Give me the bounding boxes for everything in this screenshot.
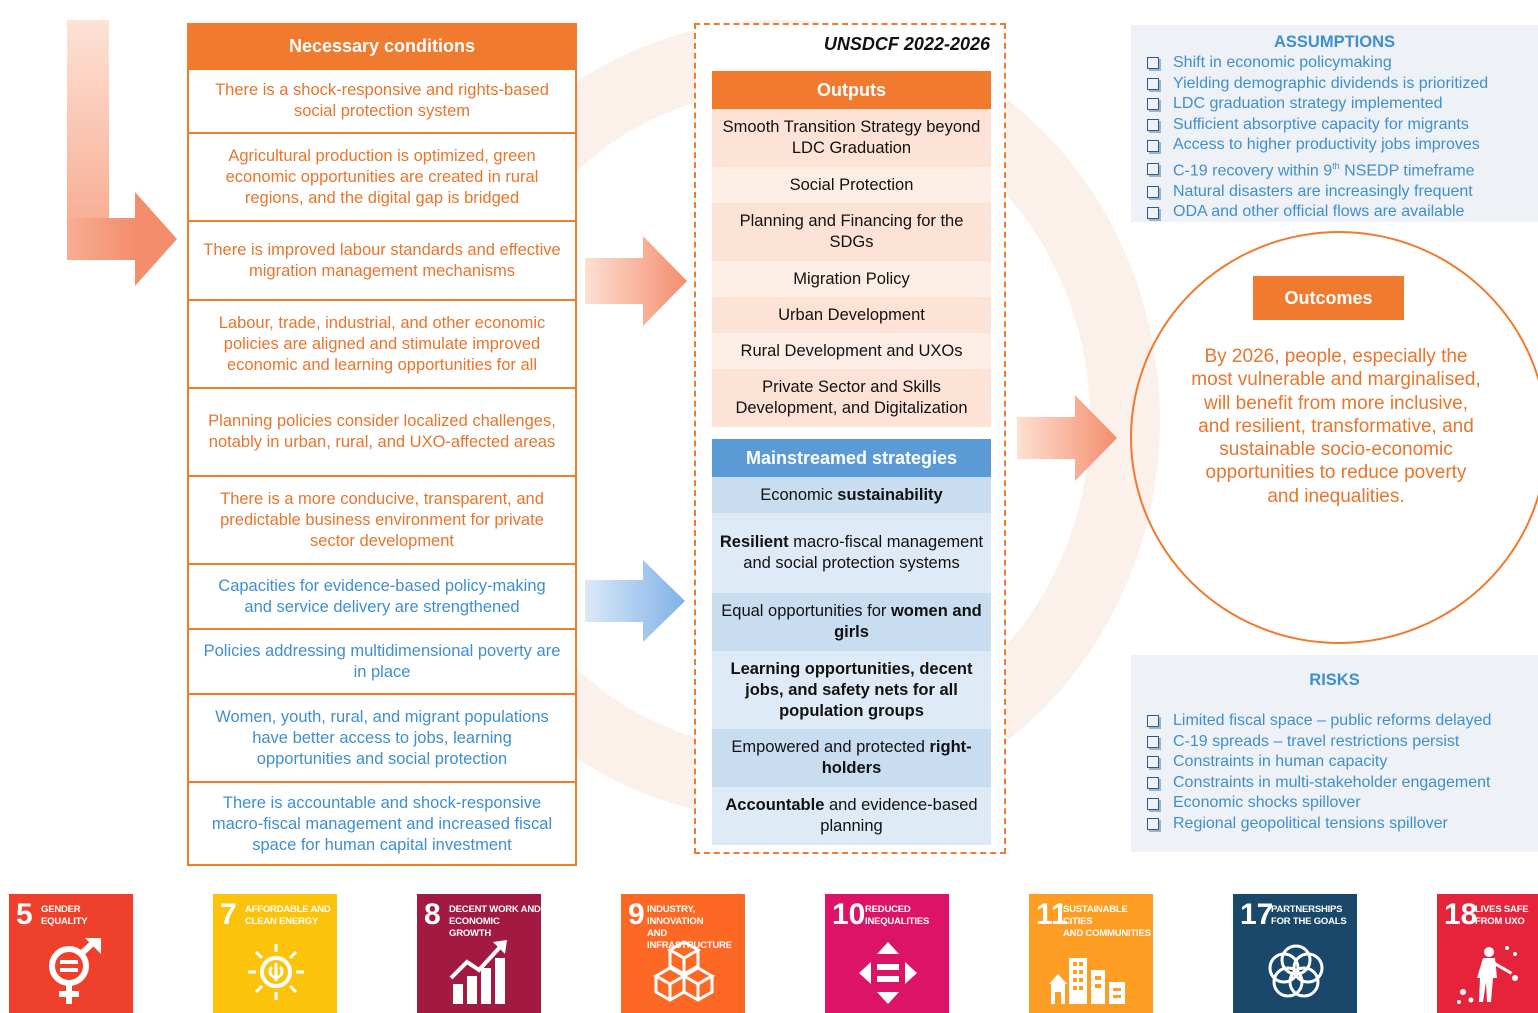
gender-equality-icon <box>49 938 101 1004</box>
checkbox-icon <box>1147 186 1159 199</box>
unsdcf-title: UNSDCF 2022-2026 <box>823 34 990 54</box>
checkbox-icon <box>1147 77 1159 90</box>
strategy-item: Accountable and evidence-based planning <box>712 787 991 845</box>
assumptions-title: ASSUMPTIONS <box>1273 33 1395 51</box>
checkbox-icon <box>1147 206 1159 219</box>
condition-item: Women, youth, rural, and migrant populat… <box>189 693 575 781</box>
risk-item: C-19 spreads – travel restrictions persi… <box>1147 732 1538 753</box>
condition-item: Labour, trade, industrial, and other eco… <box>189 299 575 387</box>
condition-item: There is accountable and shock-responsiv… <box>189 781 575 866</box>
rings-icon <box>1268 944 1324 998</box>
necessary-conditions-title: Necessary conditions <box>189 25 575 68</box>
condition-item: Agricultural production is optimized, gr… <box>189 132 575 220</box>
assumption-item: Yielding demographic dividends is priori… <box>1147 74 1538 95</box>
strategy-item: Equal opportunities for women and girls <box>712 593 991 651</box>
unsdcf-framework-box: UNSDCF 2022-2026 Outputs Smooth Transiti… <box>694 23 1006 854</box>
output-item: Social Protection <box>712 167 991 203</box>
checkbox-icon <box>1147 119 1159 132</box>
checkbox-icon <box>1147 777 1159 790</box>
output-item: Urban Development <box>712 297 991 333</box>
orange-arrow-to-outputs <box>585 236 687 326</box>
assumptions-panel: ASSUMPTIONS Shift in economic policymaki… <box>1131 25 1538 222</box>
output-item: Smooth Transition Strategy beyond LDC Gr… <box>712 109 991 167</box>
checkbox-icon <box>1147 756 1159 769</box>
condition-item: There is a more conducive, transparent, … <box>189 475 575 563</box>
risk-item: Limited fiscal space – public reforms de… <box>1147 711 1538 732</box>
orange-arrow-to-outcomes <box>1017 395 1117 481</box>
assumption-item: ODA and other official flows are availab… <box>1147 202 1538 223</box>
output-item: Private Sector and Skills Development, a… <box>712 369 991 427</box>
condition-item: There is a shock-responsive and rights-b… <box>189 68 575 132</box>
condition-item: There is improved labour standards and e… <box>189 220 575 299</box>
output-item: Rural Development and UXOs <box>712 333 991 369</box>
left-bend-arrow <box>67 20 177 286</box>
outputs-title: Outputs <box>712 71 991 109</box>
checkbox-icon <box>1147 139 1159 152</box>
assumption-item: C-19 recovery within 9th NSEDP timeframe <box>1147 156 1538 182</box>
checkbox-icon <box>1147 797 1159 810</box>
output-item: Planning and Financing for the SDGs <box>712 203 991 261</box>
growth-chart-icon <box>449 940 507 1004</box>
output-item: Migration Policy <box>712 261 991 297</box>
checkbox-icon <box>1147 162 1159 175</box>
condition-item: Planning policies consider localized cha… <box>189 387 575 475</box>
condition-item: Policies addressing multidimensional pov… <box>189 628 575 693</box>
condition-item: Capacities for evidence-based policy-mak… <box>189 563 575 628</box>
cubes-icon <box>653 940 715 1002</box>
sun-energy-icon <box>248 944 304 1000</box>
assumption-item: LDC graduation strategy implemented <box>1147 94 1538 115</box>
strategy-item: Resilient macro-fiscal management and so… <box>712 513 991 593</box>
strategy-item: Learning opportunities, decent jobs, and… <box>712 651 991 729</box>
checkbox-icon <box>1147 818 1159 831</box>
strategy-item: Empowered and protected right-holders <box>712 729 991 787</box>
risk-item: Constraints in human capacity <box>1147 752 1538 773</box>
assumption-item: Sufficient absorptive capacity for migra… <box>1147 115 1538 136</box>
outcomes-circle <box>1130 231 1538 644</box>
checkbox-icon <box>1147 735 1159 748</box>
strategies-title: Mainstreamed strategies <box>712 439 991 477</box>
outcome-statement: By 2026, people, especially the most vul… <box>1191 346 1481 507</box>
checkbox-icon <box>1147 715 1159 728</box>
risk-item: Constraints in multi-stakeholder engagem… <box>1147 773 1538 794</box>
blue-arrow-to-strategies <box>585 560 685 642</box>
risk-item: Economic shocks spillover <box>1147 793 1538 814</box>
uxo-clearance-icon <box>1457 946 1518 1004</box>
necessary-conditions-panel: Necessary conditions There is a shock-re… <box>187 23 577 866</box>
risk-item: Regional geopolitical tensions spillover <box>1147 814 1538 835</box>
equality-arrows-icon <box>859 942 917 1004</box>
checkbox-icon <box>1147 57 1159 70</box>
strategy-item: Economic sustainability <box>712 477 991 513</box>
city-icon <box>1049 958 1125 1004</box>
assumption-item: Natural disasters are increasingly frequ… <box>1147 182 1538 203</box>
checkbox-icon <box>1147 98 1159 111</box>
assumption-item: Shift in economic policymaking <box>1147 53 1538 74</box>
assumption-item: Access to higher productivity jobs impro… <box>1147 135 1538 156</box>
risks-title: RISKS <box>1309 671 1360 689</box>
risks-panel: RISKS Limited fiscal space – public refo… <box>1131 655 1538 852</box>
outcomes-title: Outcomes <box>1253 276 1404 320</box>
